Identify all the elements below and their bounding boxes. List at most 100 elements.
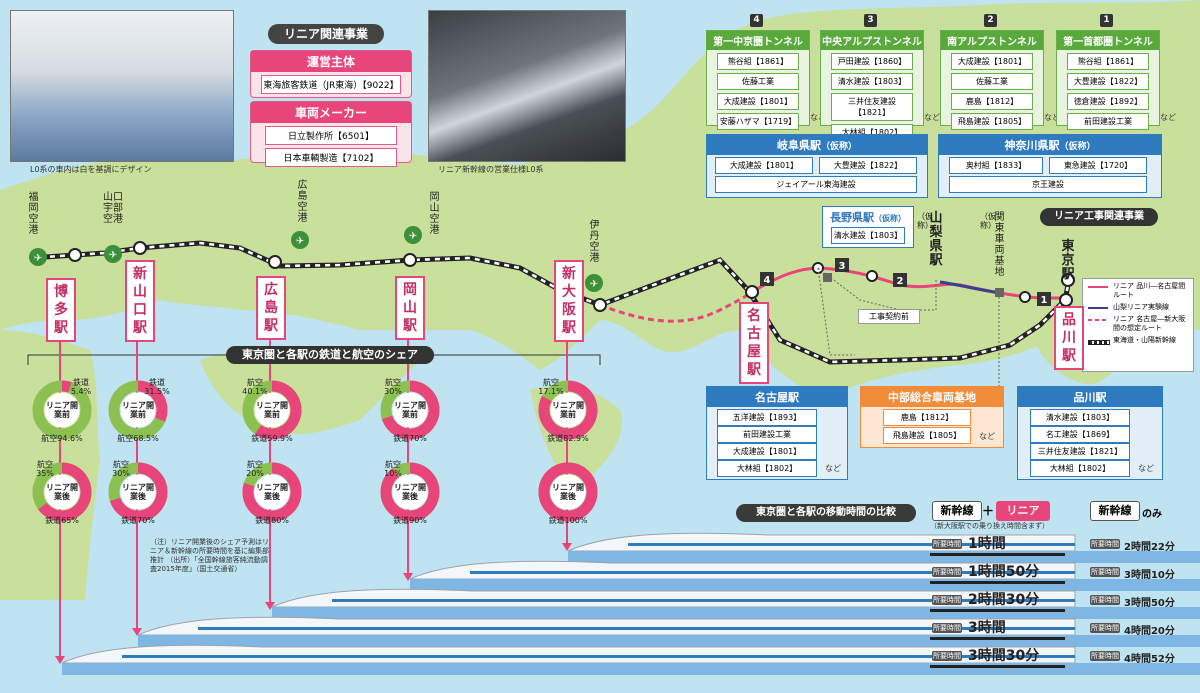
tunnel-contractor: 前田建設工業 <box>1067 113 1149 130</box>
svg-text:✈: ✈ <box>590 279 598 290</box>
time-with-linear: 2時間30分 <box>968 592 1040 608</box>
time-shinkansen-only: 3時間10分 <box>1124 570 1175 581</box>
tunnel-box: 第一中京圏トンネル熊谷組【1861】佐藤工業大成建設【1801】安藤ハザマ【17… <box>706 30 810 130</box>
svg-text:✈: ✈ <box>296 236 304 247</box>
kanagawa-station-box: 神奈川県駅（仮称） 奥村組【1833】 東急建設【1720】 京王建設 <box>938 134 1162 198</box>
route-legend: リニア 品川―名古屋間ルート 山梨リニア実験線 リニア 名古屋―新大阪間の想定ル… <box>1082 278 1194 372</box>
donut-center <box>392 392 428 428</box>
donut-center <box>120 392 156 428</box>
tunnel-contractor: 佐藤工業 <box>717 73 799 90</box>
train-stripe <box>198 627 1075 630</box>
share-rail-pct: 鉄道80% <box>255 516 289 525</box>
col-shinkansen-only-label: 新幹線 <box>1090 501 1140 521</box>
share-rail-pct: 鉄道70% <box>393 434 427 443</box>
share-air-pct: 航空 30% <box>384 378 402 396</box>
donut-center <box>550 392 586 428</box>
tunnel-name: 第一首都圏トンネル <box>1057 31 1159 50</box>
tunnel-contractor: 清水建設【1803】 <box>831 73 913 90</box>
time-row-divider <box>930 609 1065 612</box>
share-air-pct: 航空94.6% <box>41 434 83 443</box>
train-stripe <box>628 543 1075 546</box>
shinagawa-contractor: 三井住友建設【1821】 <box>1030 443 1130 460</box>
train-stripe <box>122 655 1075 658</box>
time-with-linear: 1時間50分 <box>968 564 1040 580</box>
tunnel-nado: など <box>810 113 826 122</box>
col1-note: （新大阪駅での乗り換え時間含まず） <box>930 522 1049 530</box>
donut-center-label: リニア開業後 <box>122 483 154 501</box>
tunnel-contractor: 熊谷組【1861】 <box>1067 53 1149 70</box>
times-title: 東京圏と各駅の移動時間の比較 <box>736 504 916 522</box>
tokyo-station-label: 東京駅 <box>1061 239 1075 282</box>
donut-center <box>392 474 428 510</box>
tunnel-name: 第一中京圏トンネル <box>707 31 809 50</box>
donut-rail-segment <box>254 380 302 440</box>
kanagawa-contractor: 奥村組【1833】 <box>949 157 1043 174</box>
nagoya-station-head: 名古屋駅 <box>707 387 847 407</box>
nagano-contractor: 清水建設【1803】 <box>831 227 905 244</box>
time-with-linear: 1時間 <box>968 536 1006 552</box>
nagano-station-box: 長野県駅（仮称） 清水建設【1803】 <box>822 206 914 248</box>
train-track <box>62 663 1200 675</box>
duration-tag: 所要時間 <box>932 623 962 633</box>
train-stripe <box>470 571 1075 574</box>
gifu-contractor: 大豊建設【1822】 <box>819 157 917 174</box>
fukuoka-airport-label: 福岡空港 <box>28 192 39 236</box>
donut-center-label: リニア開業前 <box>394 401 426 419</box>
time-shinkansen-only: 3時間50分 <box>1124 598 1175 609</box>
donut-rail-segment <box>242 462 302 522</box>
tunnel-contractor: 飛島建設【1805】 <box>951 113 1033 130</box>
shinagawa-station-box: 品川駅 清水建設【1803】 名工建設【1869】 三井住友建設【1821】 大… <box>1017 386 1163 480</box>
station-okayama: 岡山駅 <box>395 276 425 340</box>
donut-rail-segment <box>109 462 168 522</box>
depot-box: 中部総合車両基地 鹿島【1812】 飛島建設【1805】 など <box>860 386 1004 448</box>
share-air-pct: 航空 17.1% <box>538 378 564 396</box>
donut-center-label: リニア開業後 <box>256 483 288 501</box>
share-air-pct: 航空 35% <box>36 460 54 478</box>
duration-tag: 所要時間 <box>1090 539 1120 549</box>
time-shinkansen-only: 2時間22分 <box>1124 542 1175 553</box>
tunnel-contractor: 鹿島【1812】 <box>951 93 1033 110</box>
station-shin-yamaguchi: 新山口駅 <box>125 260 155 342</box>
tunnel-number-badge: 1 <box>1100 14 1113 27</box>
depot-contractor: 鹿島【1812】 <box>883 409 971 426</box>
donut-center-label: リニア開業後 <box>394 483 426 501</box>
share-air-pct: 航空 10% <box>384 460 402 478</box>
col-linear-label: リニア <box>996 501 1050 521</box>
donut-center-label: リニア開業後 <box>46 483 78 501</box>
donut-center <box>44 474 80 510</box>
gifu-station-head: 岐阜県駅（仮称） <box>707 135 927 155</box>
tunnel-contractor: 戸田建設【1860】 <box>831 53 913 70</box>
donut-center-label: リニア開業前 <box>256 401 288 419</box>
svg-text:✈: ✈ <box>409 231 417 242</box>
donut-rail-segment <box>381 380 440 440</box>
kanagawa-contractor: 東急建設【1720】 <box>1049 157 1147 174</box>
duration-tag: 所要時間 <box>932 651 962 661</box>
tunnel-nado: など <box>1160 113 1176 122</box>
kanto-depot-label: 関東車両基地 <box>994 212 1005 278</box>
time-row-divider <box>930 637 1065 640</box>
train-body <box>61 644 1076 664</box>
yamanashi-sub-label: （仮称） <box>917 212 933 230</box>
nagoya-contractor: 大成建設【1801】 <box>717 443 817 460</box>
time-with-linear: 3時間30分 <box>968 648 1040 664</box>
time-with-linear: 3時間 <box>968 620 1006 636</box>
time-shinkansen-only: 4時間52分 <box>1124 654 1175 665</box>
svg-text:✈: ✈ <box>34 253 42 264</box>
train-track <box>138 635 1200 647</box>
shinagawa-contractor: 清水建設【1803】 <box>1030 409 1130 426</box>
tunnel-contractor: 熊谷組【1861】 <box>717 53 799 70</box>
share-air-pct: 航空 20% <box>246 460 264 478</box>
station-shinagawa: 品川駅 <box>1054 306 1084 370</box>
yamaguchi-ube-airport-label: 山口宇部空港 <box>103 192 123 225</box>
col-shinkansen-label: 新幹線 <box>932 501 982 521</box>
tunnel-contractor: 安藤ハザマ【1719】 <box>717 113 799 130</box>
train-exterior-photo <box>428 10 626 162</box>
share-rail-pct: 鉄道90% <box>393 516 427 525</box>
operator-head: 運営主体 <box>251 51 411 72</box>
share-rail-pct: 鉄道82.9% <box>547 434 589 443</box>
tunnel-contractor: 大成建設【1801】 <box>951 53 1033 70</box>
nagoya-contractor: 前田建設工業 <box>717 426 817 443</box>
svg-text:2: 2 <box>897 276 904 287</box>
